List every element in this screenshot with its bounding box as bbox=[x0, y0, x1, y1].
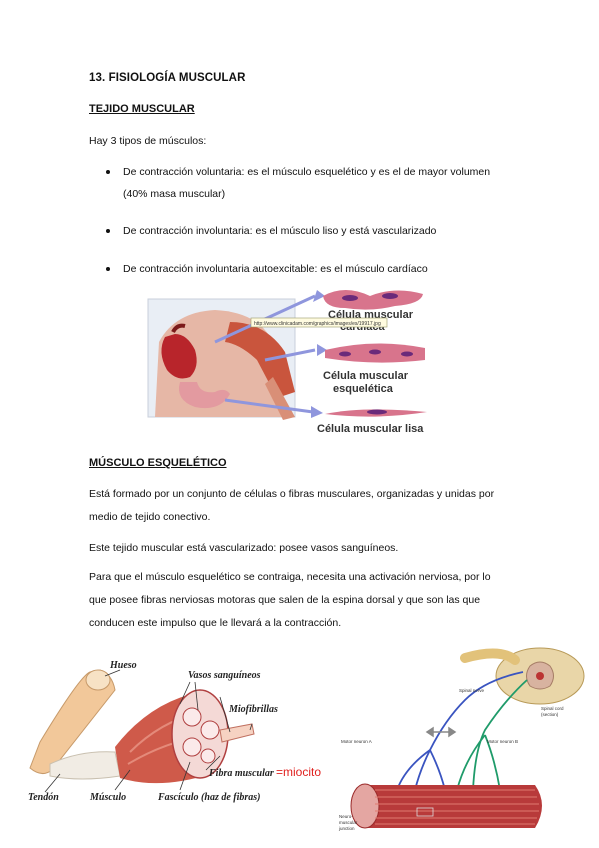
section-title-tejido: TEJIDO MUSCULAR bbox=[89, 103, 195, 115]
bullet-1-line2: (40% masa muscular) bbox=[123, 188, 226, 200]
p2: Este tejido muscular está vascularizado:… bbox=[89, 542, 399, 554]
bullet-3: De contracción involuntaria autoexcitabl… bbox=[123, 263, 428, 275]
label-skeletal-2: esquelética bbox=[333, 383, 394, 395]
cardiac-cell bbox=[323, 290, 423, 310]
arrow-skeletal bbox=[264, 348, 316, 362]
intro-text: Hay 3 tipos de músculos: bbox=[89, 135, 207, 147]
label-hueso: Hueso bbox=[109, 660, 137, 671]
label-fasciculo: Fascículo (haz de fibras) bbox=[157, 792, 261, 803]
arm-muscle bbox=[225, 322, 295, 398]
nerve-green bbox=[472, 679, 528, 791]
p3-line2: que posee fibras nerviosas motoras que s… bbox=[89, 594, 481, 606]
label-miofibrillas: Miofibrillas bbox=[228, 704, 278, 715]
motor-neuron-figure: Spinal nerve Spinal cord (section) Motor… bbox=[338, 647, 585, 831]
nerve-blue bbox=[414, 671, 524, 791]
label-fibra: Fibra muscular bbox=[208, 768, 274, 779]
label-spinal-cord-1: Spinal cord bbox=[541, 706, 564, 711]
p1-line1: Está formado por un conjunto de células … bbox=[89, 488, 495, 500]
url-text: http://www.clinicadam.com/graphics/image… bbox=[254, 321, 381, 327]
bullet-2: De contracción involuntaria: es el múscu… bbox=[123, 225, 437, 237]
myofibril bbox=[219, 723, 255, 743]
p3-line3: conducen este impulso que le llevará a l… bbox=[89, 617, 342, 629]
label-motor-b: Motor neuron B bbox=[487, 739, 518, 744]
label-spinal-nerve: Spinal nerve bbox=[459, 688, 485, 693]
muscle-types-figure: Célula muscular cardíaca Célula muscular… bbox=[147, 290, 427, 435]
bullet-dot bbox=[106, 267, 110, 271]
label-spinal-cord-2: (section) bbox=[541, 712, 559, 717]
p3-line1: Para que el músculo esquelético se contr… bbox=[89, 571, 491, 583]
label-tendon: Tendón bbox=[28, 792, 59, 803]
section-title-esqueletico: MÚSCULO ESQUELÉTICO bbox=[89, 457, 227, 469]
muscle-fascicle bbox=[350, 783, 542, 829]
double-arrow bbox=[425, 726, 457, 738]
arrow-smooth bbox=[224, 398, 314, 414]
p1-line2: medio de tejido conectivo. bbox=[89, 511, 211, 523]
label-nmj-1: Neuro- bbox=[339, 814, 353, 819]
page-title: 13. FISIOLOGÍA MUSCULAR bbox=[89, 72, 246, 84]
label-skeletal-1: Célula muscular bbox=[323, 370, 409, 382]
nerve-root bbox=[460, 648, 520, 665]
bullet-dot bbox=[106, 229, 110, 233]
heart-shape bbox=[161, 334, 197, 379]
label-vasos: Vasos sanguíneos bbox=[188, 670, 261, 681]
bullet-dot bbox=[106, 170, 110, 174]
muscle-anatomy-figure: Hueso Vasos sanguíneos Miofibrillas Fibr… bbox=[28, 660, 321, 803]
label-musculo: Músculo bbox=[89, 792, 126, 803]
label-motor-a: Motor neuron A bbox=[341, 739, 372, 744]
label-nmj-2: muscular bbox=[339, 820, 358, 825]
stomach-shape bbox=[179, 382, 230, 409]
bullet-1-line1: De contracción voluntaria: es el músculo… bbox=[123, 166, 491, 178]
label-nmj-3: junction bbox=[338, 826, 355, 831]
label-smooth: Célula muscular lisa bbox=[317, 423, 424, 435]
label-miocito: =miocito bbox=[276, 765, 321, 779]
url-tooltip bbox=[250, 317, 388, 328]
